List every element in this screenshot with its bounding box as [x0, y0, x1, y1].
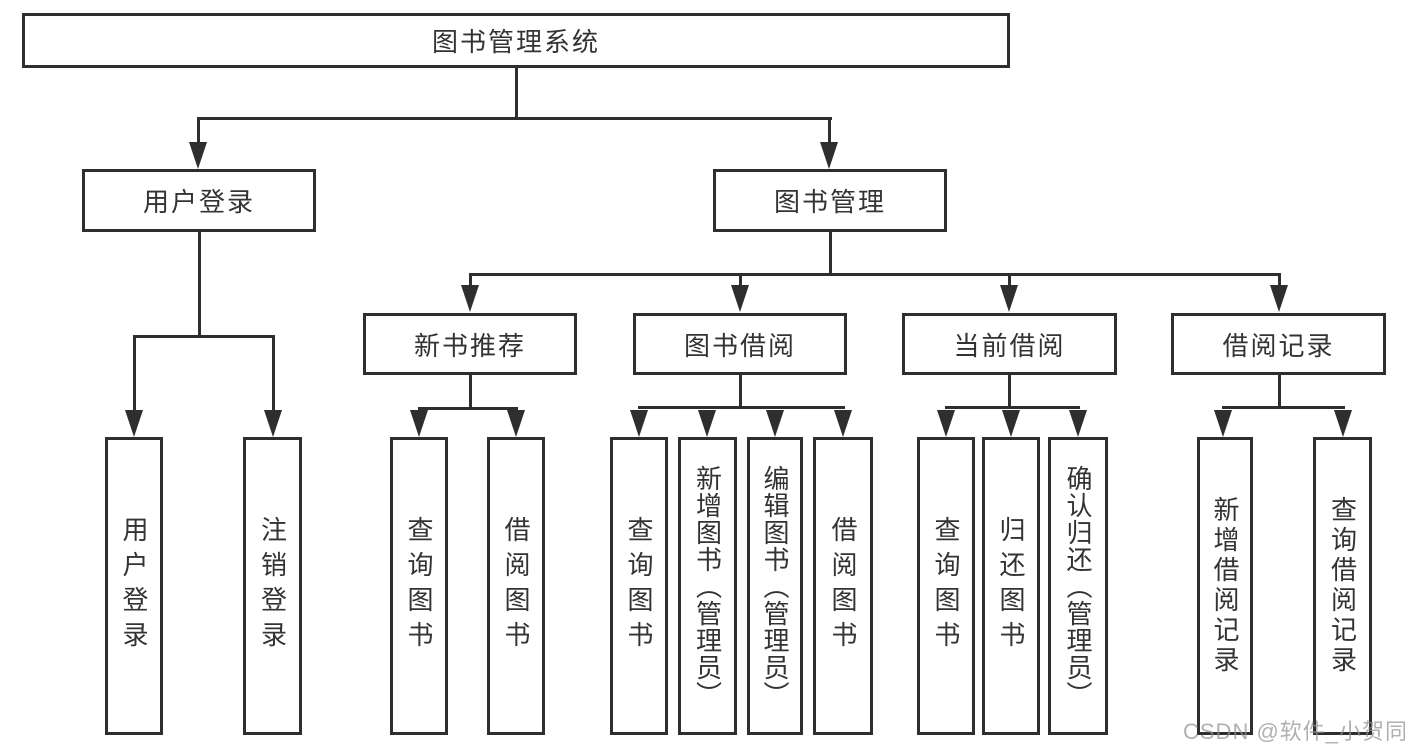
csdn-watermark: CSDN @软件_小贺同学	[1183, 719, 1405, 744]
leaf-borrow-add-books-admin: 新增图书（管理员）	[678, 437, 737, 735]
connector-management-hline	[469, 273, 1281, 276]
arrow-down-icon	[820, 142, 838, 169]
connector-user-stub	[198, 232, 201, 335]
arrow-down-icon	[410, 410, 428, 437]
leaf-current-confirm-return-admin: 确认归还（管理员）	[1048, 437, 1108, 735]
node-borrow-records: 借阅记录	[1171, 313, 1386, 375]
connector-root-stub	[515, 68, 518, 117]
connector-borrow-stub	[739, 375, 742, 406]
connector-drop-book-management	[828, 117, 831, 144]
node-new-book-recommend: 新书推荐	[363, 313, 577, 375]
node-book-borrow: 图书借阅	[633, 313, 847, 375]
arrow-down-icon	[766, 410, 784, 437]
arrow-down-icon	[1000, 285, 1018, 312]
connector-records-hline	[1222, 406, 1345, 409]
node-book-management-label: 图书管理	[773, 187, 886, 217]
leaf-newbook-borrow-books: 借阅图书	[487, 437, 545, 735]
leaf-borrow-edit-books-admin: 编辑图书（管理员）	[747, 437, 803, 735]
arrow-down-icon	[1270, 285, 1288, 312]
arrow-down-icon	[698, 410, 716, 437]
connector-borrow-hline	[638, 406, 845, 409]
connector-drop-book-borrow	[739, 273, 742, 287]
node-book-borrow-label: 图书借阅	[683, 330, 796, 361]
leaf-current-return-books: 归还图书	[982, 437, 1040, 735]
leaf-logout: 注销登录	[243, 437, 302, 735]
arrow-down-icon	[507, 410, 525, 437]
connector-drop-user-login	[197, 117, 200, 144]
connector-newbook-hline	[418, 407, 518, 410]
leaf-newbook-query-books: 查询图书	[390, 437, 448, 735]
leaf-records-query-record: 查询借阅记录	[1313, 437, 1372, 735]
connector-drop-leaf-logout	[272, 335, 275, 410]
connector-drop-new-book	[469, 273, 472, 287]
leaf-records-add-record: 新增借阅记录	[1197, 437, 1253, 735]
arrow-down-icon	[731, 285, 749, 312]
leaf-borrow-query-books: 查询图书	[610, 437, 668, 735]
arrow-down-icon	[834, 410, 852, 437]
leaf-current-query-books: 查询图书	[917, 437, 975, 735]
arrow-down-icon	[1334, 410, 1352, 437]
arrow-down-icon	[264, 410, 282, 437]
node-book-management: 图书管理	[713, 169, 947, 232]
node-current-borrow: 当前借阅	[902, 313, 1117, 375]
connector-root-hline	[197, 117, 832, 120]
node-borrow-records-label: 借阅记录	[1222, 330, 1335, 361]
arrow-down-icon	[937, 410, 955, 437]
node-new-book-recommend-label: 新书推荐	[413, 330, 526, 361]
node-current-borrow-label: 当前借阅	[953, 330, 1066, 361]
connector-drop-leaf-login	[133, 335, 136, 410]
node-user-login: 用户登录	[82, 169, 316, 232]
node-root: 图书管理系统	[22, 13, 1010, 68]
arrow-down-icon	[1069, 410, 1087, 437]
arrow-down-icon	[1214, 410, 1232, 437]
node-user-login-label: 用户登录	[142, 187, 255, 217]
connector-management-stub	[829, 232, 832, 273]
connector-newbook-stub	[469, 375, 472, 407]
arrow-down-icon	[1002, 410, 1020, 437]
connector-drop-borrow-records	[1278, 273, 1281, 287]
connector-user-hline	[133, 335, 275, 338]
leaf-user-login: 用户登录	[105, 437, 163, 735]
arrow-down-icon	[630, 410, 648, 437]
arrow-down-icon	[189, 142, 207, 169]
connector-current-stub	[1008, 375, 1011, 406]
connector-current-hline	[945, 406, 1080, 409]
arrow-down-icon	[125, 410, 143, 437]
arrow-down-icon	[461, 285, 479, 312]
connector-drop-current-borrow	[1008, 273, 1011, 287]
node-root-label: 图书管理系统	[431, 27, 600, 57]
connector-records-stub	[1278, 375, 1281, 406]
leaf-borrow-borrow-books: 借阅图书	[813, 437, 873, 735]
